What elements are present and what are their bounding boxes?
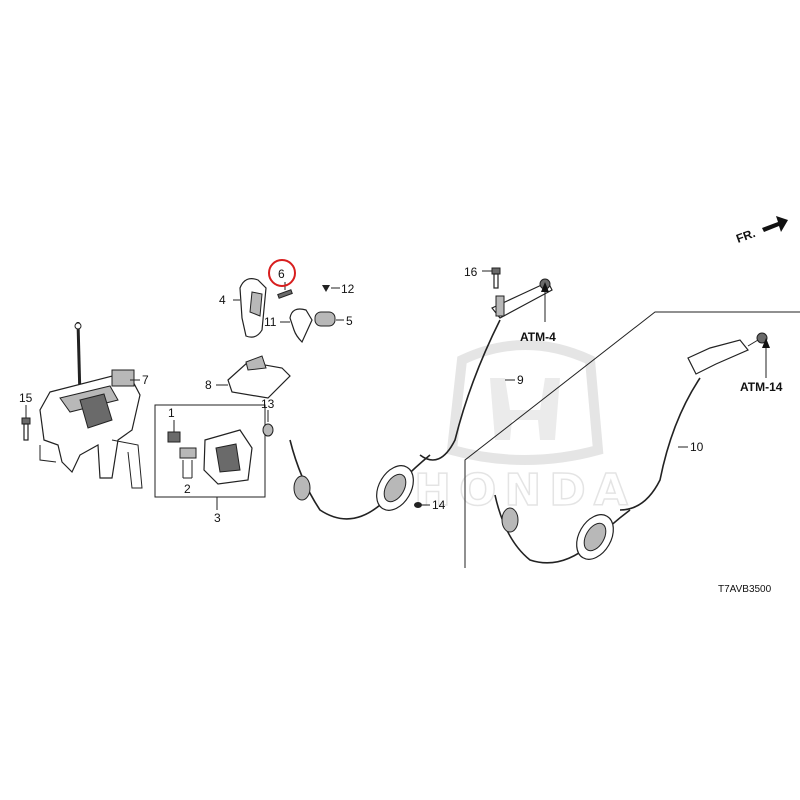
highlight-circle [268,259,296,287]
front-direction-indicator: FR. [734,216,788,246]
front-arrow-icon [762,216,788,232]
spring-6 [277,282,293,299]
callout-3: 3 [214,511,221,525]
callout-2: 2 [184,482,191,496]
callout-7: 7 [142,373,149,387]
cap-5 [314,311,344,327]
callout-10: 10 [690,440,704,454]
callout-9: 9 [517,373,524,387]
shift-lever-assembly [39,321,143,489]
callout-16: 16 [464,265,478,279]
callout-1: 1 [168,406,175,420]
callout-15: 15 [19,391,33,405]
reference-atm-4: ATM-4 [520,330,556,344]
callout-13: 13 [261,397,275,411]
callout-6: 6 [278,267,285,281]
callout-5: 5 [346,314,353,328]
callout-14: 14 [432,498,446,512]
drawing-code: T7AVB3500 [718,584,772,595]
assembly-box [154,404,266,498]
knob-button-11 [280,308,313,344]
watermark-text: HONDA [414,465,636,516]
callout-11: 11 [264,315,277,329]
section-divider [464,311,800,568]
callout-4: 4 [219,293,226,307]
reference-atm-14: ATM-14 [740,380,783,394]
indicator-panel-8 [216,355,291,399]
shift-knob-4 [233,278,267,338]
bolt-16 [482,267,501,289]
callout-8: 8 [205,378,212,392]
lock-mechanism-3 [167,420,253,510]
shift-cable-9 [289,278,553,520]
bolt-15 [21,405,31,441]
grommet-13 [262,410,274,437]
callout-12: 12 [341,282,355,296]
clip-14 [414,502,430,508]
honda-watermark: HONDA [413,340,636,517]
clip-12 [322,285,340,292]
front-direction-label: FR. [734,226,757,246]
shift-cable-10 [494,332,770,564]
